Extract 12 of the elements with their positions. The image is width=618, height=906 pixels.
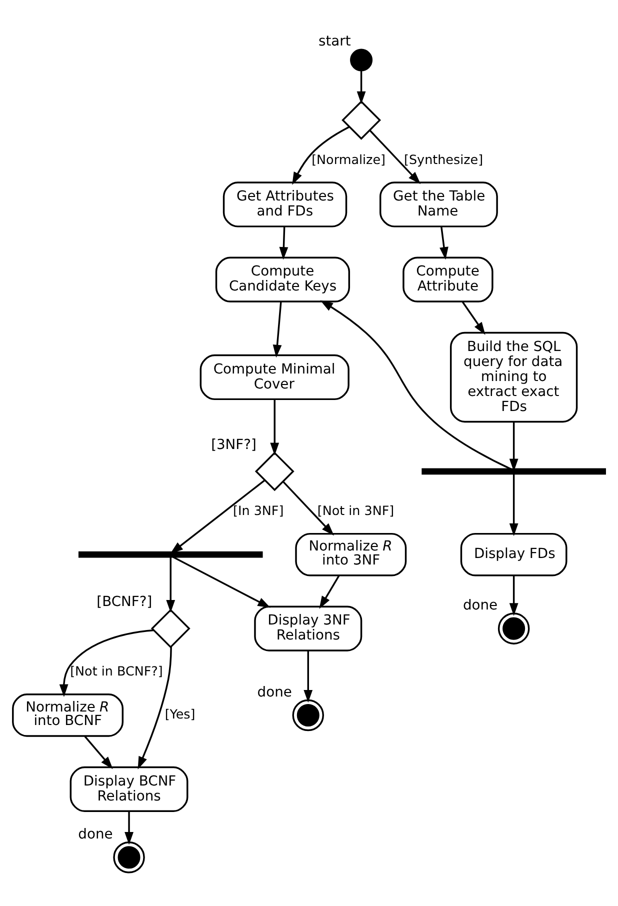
node-label: done bbox=[257, 684, 292, 700]
edge-label: [Normalize] bbox=[312, 151, 386, 166]
node-label: [BCNF?] bbox=[96, 594, 152, 610]
node-label: done bbox=[462, 597, 498, 614]
edge-label: [Not in 3NF] bbox=[317, 502, 394, 518]
edge-label: [Yes] bbox=[164, 706, 196, 721]
edge-label: [Not in BCNF?] bbox=[70, 663, 163, 678]
node-label: [3NF?] bbox=[211, 436, 256, 452]
edge-label: [In 3NF] bbox=[233, 502, 284, 518]
edge-label: [Synthesize] bbox=[404, 151, 484, 166]
node-label: done bbox=[78, 826, 113, 842]
node-label: start bbox=[318, 33, 351, 50]
